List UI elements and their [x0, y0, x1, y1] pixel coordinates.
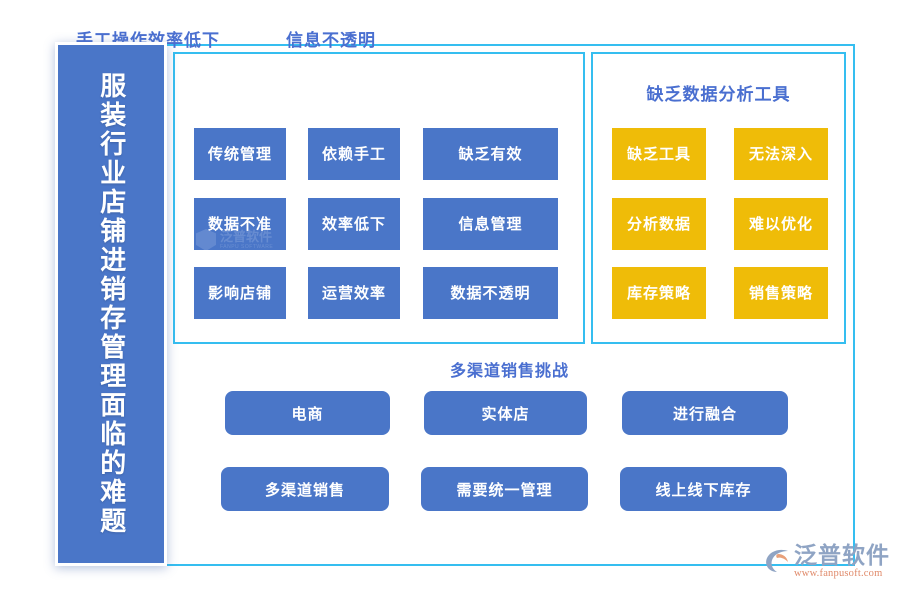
brand-url: www.fanpusoft.com	[794, 568, 883, 580]
chip-left-c3-r2[interactable]: 信息管理	[423, 198, 558, 250]
pill-bottom-r1-c1[interactable]: 电商	[225, 391, 390, 435]
chip-right-c2-r3[interactable]: 销售策略	[734, 267, 828, 319]
pill-bottom-r2-c2[interactable]: 需要统一管理	[421, 467, 588, 511]
heading-info-opacity: 信息不透明	[286, 31, 376, 50]
chip-left-c3-r3[interactable]: 数据不透明	[423, 267, 558, 319]
chip-right-c1-r3[interactable]: 库存策略	[612, 267, 706, 319]
brand-name: 泛普软件	[794, 542, 890, 568]
chip-left-c1-r2[interactable]: 数据不准	[194, 198, 286, 250]
page-title: 服装行业店铺进销存管理面临的难题	[96, 72, 127, 536]
chip-right-c2-r2[interactable]: 难以优化	[734, 198, 828, 250]
chip-right-c2-r1[interactable]: 无法深入	[734, 128, 828, 180]
chip-left-c1-r3[interactable]: 影响店铺	[194, 267, 286, 319]
vertical-title-panel: 服装行业店铺进销存管理面临的难题	[55, 42, 167, 566]
brand-logo: 泛普软件 www.fanpusoft.com	[762, 543, 894, 591]
pill-bottom-r2-c3[interactable]: 线上线下库存	[620, 467, 787, 511]
heading-lack-analysis-tools: 缺乏数据分析工具	[646, 85, 791, 104]
chip-left-c3-r1[interactable]: 缺乏有效	[423, 128, 558, 180]
chip-left-c2-r3[interactable]: 运营效率	[308, 267, 400, 319]
chip-right-c1-r1[interactable]: 缺乏工具	[612, 128, 706, 180]
chip-left-c2-r1[interactable]: 依赖手工	[308, 128, 400, 180]
chip-right-c1-r2[interactable]: 分析数据	[612, 198, 706, 250]
pill-bottom-r1-c2[interactable]: 实体店	[424, 391, 587, 435]
chip-left-c2-r2[interactable]: 效率低下	[308, 198, 400, 250]
pill-bottom-r2-c1[interactable]: 多渠道销售	[221, 467, 389, 511]
leaf-c-mark-icon	[762, 545, 792, 575]
chip-left-c1-r1[interactable]: 传统管理	[194, 128, 286, 180]
heading-multichannel-sales: 多渠道销售挑战	[449, 363, 569, 380]
pill-bottom-r1-c3[interactable]: 进行融合	[622, 391, 788, 435]
